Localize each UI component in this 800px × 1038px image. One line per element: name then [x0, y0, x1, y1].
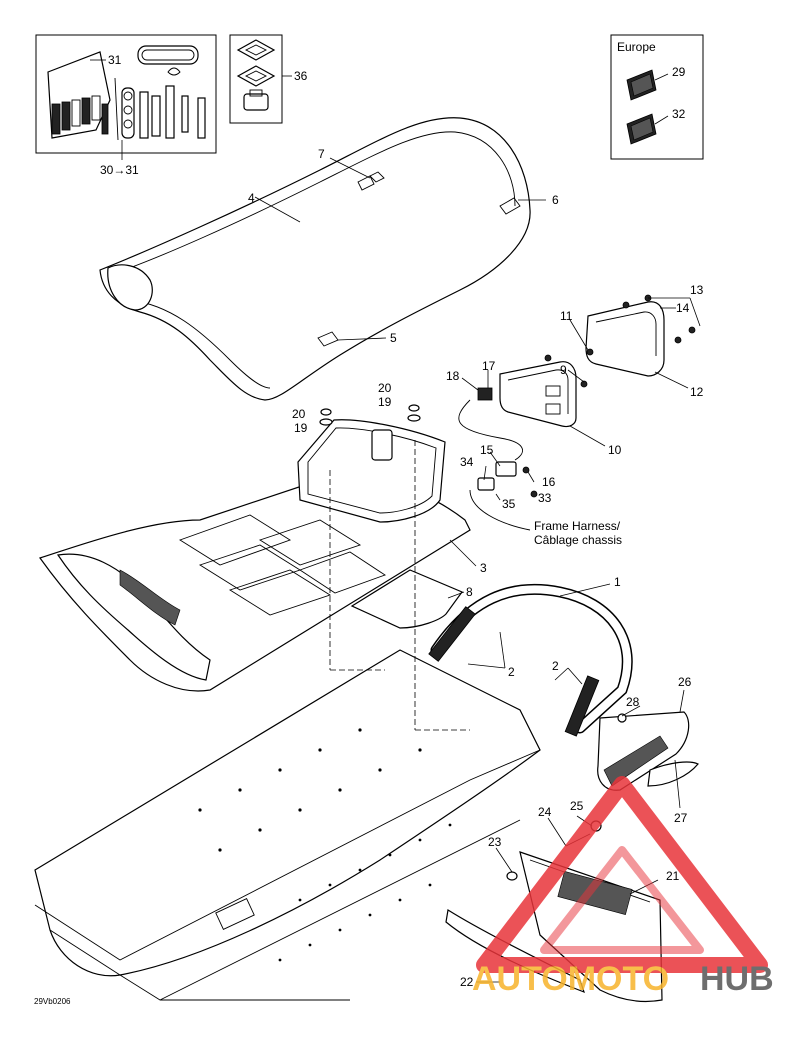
- frame-harness-callout: Frame Harness/ Câblage chassis: [534, 519, 622, 547]
- tunnel-assembly: [34, 649, 541, 1001]
- part-label-11: 11: [560, 309, 573, 323]
- part-label-1: 1: [614, 575, 621, 589]
- seat-drawing: [99, 117, 531, 401]
- watermark-text-hub: HUB: [700, 960, 774, 998]
- connector-17: [477, 387, 493, 401]
- plate-8-drawing: [350, 569, 463, 629]
- frame-harness-label: Frame Harness/: [534, 519, 621, 533]
- part-label-34: 34: [460, 455, 474, 469]
- handle-grip-right: [564, 675, 600, 737]
- combination-wrench-drawing: [165, 85, 175, 139]
- frame-harness-wire-drawing: [469, 489, 531, 531]
- part-label-29: 29: [672, 65, 686, 79]
- part-label-23: 23: [488, 835, 502, 849]
- connector-34: [477, 477, 495, 491]
- part-label-36: 36: [294, 69, 308, 83]
- part-label-28: 28: [626, 695, 640, 709]
- part-label-33: 33: [538, 491, 552, 505]
- taillight-lens-drawing: [585, 301, 665, 377]
- figure-code: 29Vb0206: [34, 997, 71, 1006]
- storage-box-drawing: [297, 419, 446, 523]
- part-label-30-31: 30→31: [100, 163, 139, 177]
- part-label-27: 27: [674, 811, 688, 825]
- part-label-31: 31: [108, 53, 122, 67]
- watermark-triangle: [476, 776, 768, 973]
- part-label-14: 14: [676, 301, 690, 315]
- part-label-24: 24: [538, 805, 552, 819]
- part-label-35: 35: [502, 497, 516, 511]
- part-number-labels: 1 2 2 3 4 5 6 7 8 9 10 11 12 13 14 15 16…: [100, 53, 704, 989]
- seat-assembly: [99, 117, 546, 401]
- part-label-6: 6: [552, 193, 559, 207]
- seat-base-assembly: [39, 419, 477, 692]
- frame-harness-label-fr: Câblage chassis: [534, 533, 622, 547]
- handle-grip-left: [428, 606, 476, 662]
- seat-front-grip-drawing: [107, 264, 153, 311]
- taillight-wire-drawing: [458, 399, 523, 461]
- europe-box: [610, 34, 704, 160]
- gasket-cap-drawing: [243, 93, 269, 111]
- gasket-kit-inset: [229, 34, 292, 124]
- spark-plug-wrench-drawing: [137, 45, 199, 65]
- part-label-15: 15: [480, 443, 494, 457]
- part-label-17: 17: [482, 359, 496, 373]
- part-label-2: 2: [508, 665, 515, 679]
- part-label-4: 4: [248, 191, 255, 205]
- open-wrench-drawing: [139, 91, 149, 139]
- part-label-21: 21: [666, 869, 680, 883]
- connector-15: [495, 461, 517, 477]
- part-label-20: 20: [292, 407, 306, 421]
- tunnel-drawing: [34, 649, 541, 977]
- part-label-10: 10: [608, 443, 622, 457]
- part-label-26: 26: [678, 675, 692, 689]
- box-fasteners: [319, 404, 421, 426]
- part-label-22: 22: [460, 975, 474, 989]
- part-label-8: 8: [466, 585, 473, 599]
- part-label-32: 32: [672, 107, 686, 121]
- tool-kit-inset: [35, 34, 217, 160]
- part-label-5: 5: [390, 331, 397, 345]
- screwdriver-drawing: [101, 103, 109, 135]
- part-label-19: 19: [294, 421, 308, 435]
- part-label-9: 9: [560, 363, 567, 377]
- socket-wrench-drawing: [121, 87, 135, 139]
- part-label-3: 3: [480, 561, 487, 575]
- part-label-25: 25: [570, 799, 584, 813]
- europe-label: Europe: [617, 40, 656, 54]
- part-label-16: 16: [542, 475, 556, 489]
- watermark-logo: AUTOMOTO HUB: [472, 776, 774, 998]
- part-label-19: 19: [378, 395, 392, 409]
- part-label-13: 13: [690, 283, 704, 297]
- grab-handle-assembly: [428, 583, 633, 737]
- part-label-2: 2: [552, 659, 559, 673]
- part-label-20: 20: [378, 381, 392, 395]
- watermark-text-automoto: AUTOMOTO: [472, 960, 669, 998]
- tunnel-rivet-pattern: [198, 728, 452, 962]
- part-label-7: 7: [318, 147, 325, 161]
- taillight-assembly: [458, 294, 701, 531]
- part-label-12: 12: [690, 385, 704, 399]
- part-label-18: 18: [446, 369, 460, 383]
- europe-inset: Europe: [610, 34, 704, 160]
